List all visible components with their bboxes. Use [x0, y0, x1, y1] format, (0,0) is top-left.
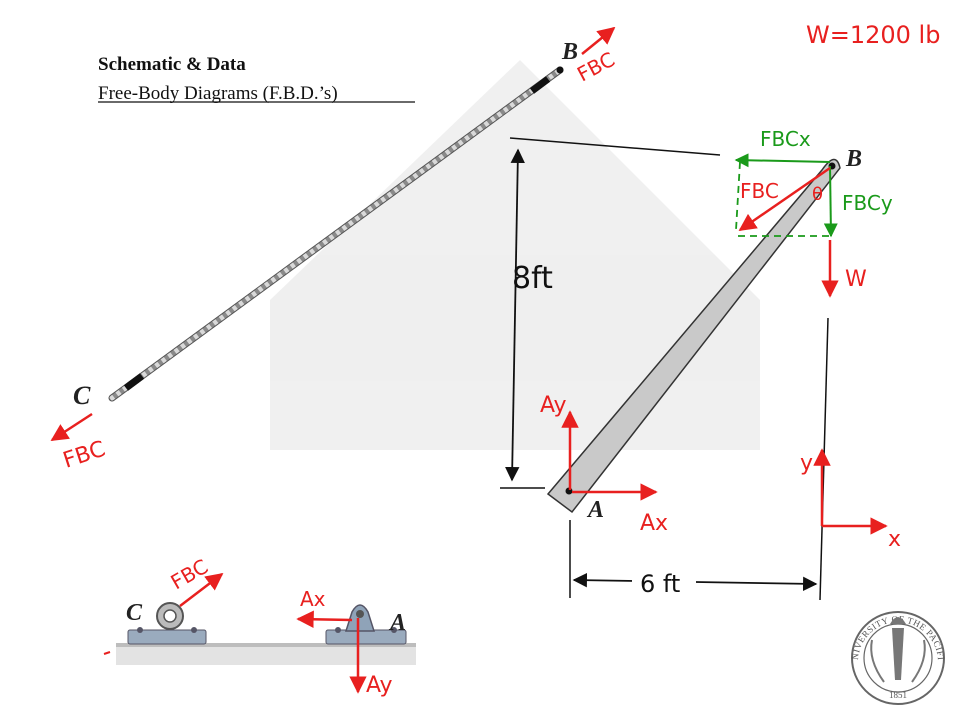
label-ax: Ax	[640, 511, 668, 536]
label-angle: θ	[812, 184, 823, 205]
label-fbcy: FBCy	[842, 191, 893, 215]
cable-end-fitting-b	[529, 76, 551, 94]
fbc-components	[734, 153, 838, 238]
label-point-b: B	[561, 39, 578, 65]
seal-year: 1851	[889, 690, 907, 700]
force-arrow-fbc-beam	[738, 166, 831, 232]
force-arrow-support-ax	[296, 610, 353, 629]
label-axis-x: x	[888, 527, 901, 552]
seal-torch-icon	[892, 628, 904, 680]
label-axis-y: y	[800, 451, 813, 476]
force-arrow-fbc-bottom	[50, 412, 93, 442]
label-weight: W	[845, 267, 867, 292]
label-height-dim: 8ft	[512, 261, 553, 296]
force-arrow-fbc-top	[581, 26, 616, 55]
label-ay: Ay	[540, 393, 567, 418]
ground-base	[116, 645, 416, 665]
background-watermark	[270, 60, 760, 450]
label-beam-a: A	[586, 497, 604, 523]
label-support-c: C	[126, 600, 143, 626]
label-width-dim: 6 ft	[640, 570, 680, 598]
page-subtitle: Free-Body Diagrams (F.B.D.’s)	[98, 83, 338, 104]
label-fbc-top: FBC	[573, 47, 619, 86]
force-arrow-support-fbc	[179, 572, 224, 607]
cable-bc	[108, 66, 564, 402]
label-support-a: A	[388, 610, 406, 636]
base-plate-c	[127, 629, 207, 645]
force-arrow-fbcy	[823, 165, 838, 238]
label-fbc-beam: FBC	[740, 179, 779, 203]
weight-given: W=1200 lb	[806, 21, 940, 49]
label-fbcx: FBCx	[760, 127, 811, 151]
label-beam-b: B	[845, 146, 862, 172]
page-title: Schematic & Data	[98, 54, 246, 75]
height-dimension	[500, 137, 721, 489]
support-schematic	[116, 602, 416, 665]
cable-end-fitting-c	[123, 373, 145, 391]
coordinate-axes	[813, 448, 888, 535]
label-point-c: C	[73, 381, 91, 410]
label-support-ay: Ay	[366, 673, 393, 698]
force-arrow-fbcx	[734, 153, 831, 168]
cable-end-pin-b	[556, 66, 564, 74]
label-fbc-bottom: FBC	[60, 437, 108, 474]
stray-mark	[103, 651, 111, 655]
label-support-ax: Ax	[300, 587, 326, 611]
